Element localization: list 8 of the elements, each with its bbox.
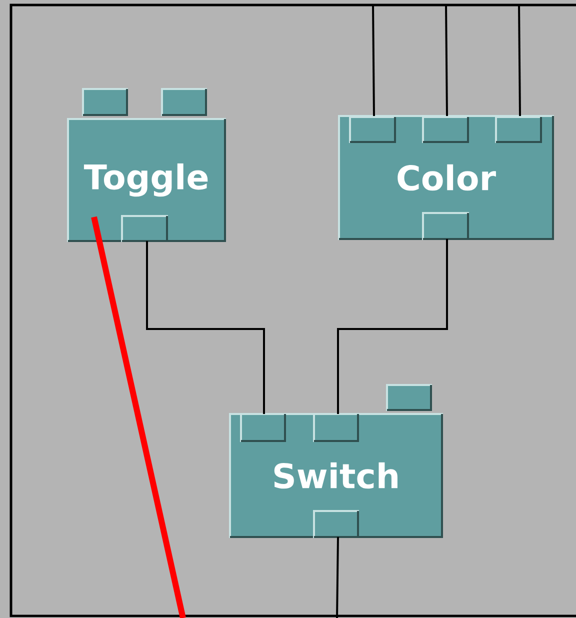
connection-wire — [445, 4, 448, 116]
connection-wire — [518, 5, 521, 116]
selection-line — [91, 216, 186, 618]
connection-wire — [337, 239, 448, 414]
module-box: Toggle — [67, 118, 226, 242]
connection-wire — [372, 4, 375, 116]
connection-wire — [146, 241, 265, 414]
connection-wire — [336, 537, 339, 618]
